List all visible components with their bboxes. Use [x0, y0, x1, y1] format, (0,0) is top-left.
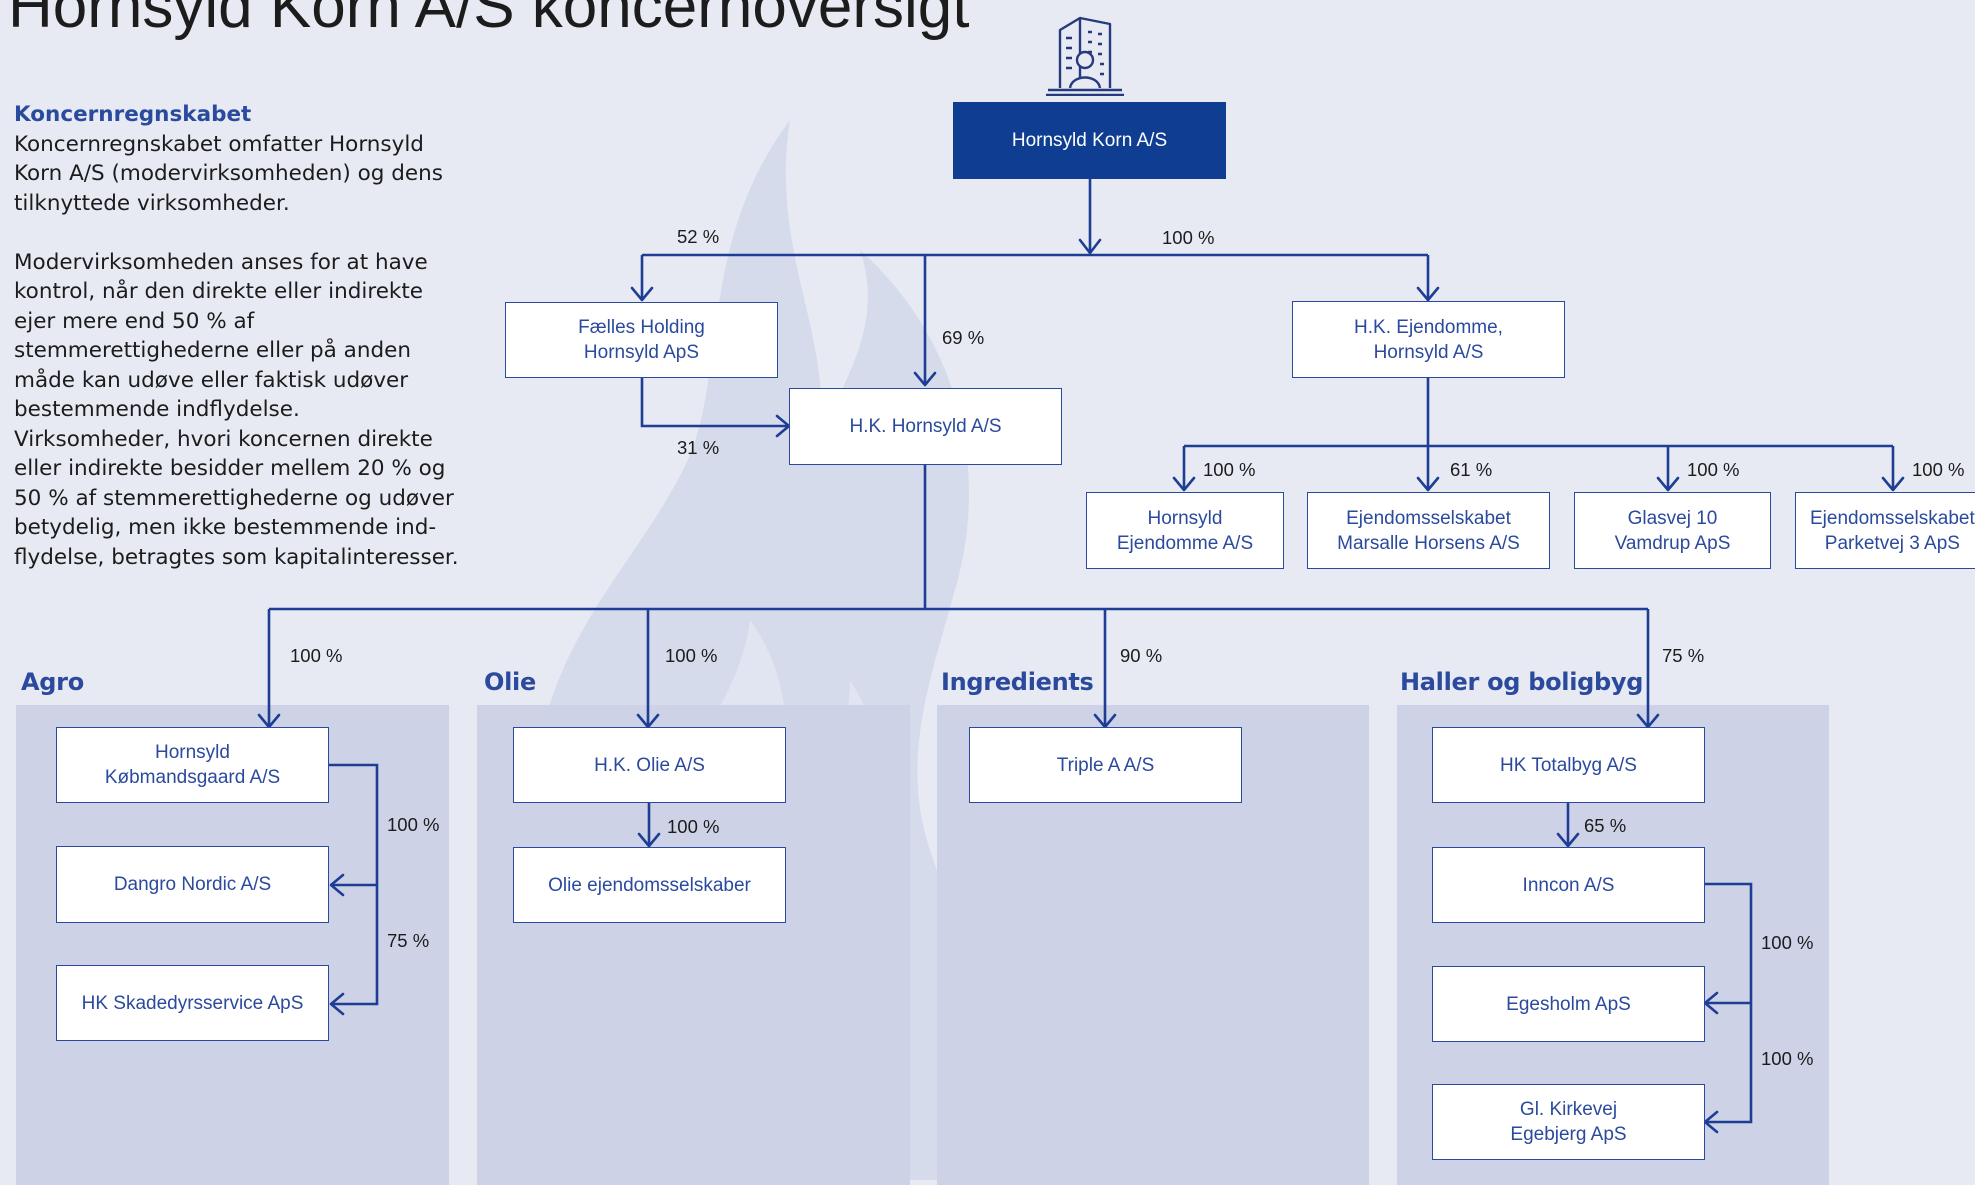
company-egesholm: Egesholm ApS — [1432, 966, 1705, 1042]
page-title: Hornsyld Korn A/S koncernoversigt — [8, 0, 970, 41]
company-dangro-nordic: Dangro Nordic A/S — [56, 846, 329, 923]
intro-paragraph-1: Koncernregnskabet omfatter Hornsyld Korn… — [14, 131, 443, 216]
ownership-label: 31 % — [677, 437, 720, 458]
company-koebmandsgaard: Hornsyld Købmandsgaard A/S — [56, 727, 329, 803]
company-hk-totalbyg: HK Totalbyg A/S — [1432, 727, 1705, 803]
company-olie-ejendomsselskaber: Olie ejendomsselskaber — [513, 847, 786, 923]
office-building-person-icon — [1046, 16, 1124, 96]
company-hk-skadedyrsservice: HK Skadedyrsservice ApS — [56, 965, 329, 1041]
ownership-label: 100 % — [290, 645, 343, 666]
company-marsalle-horsens: Ejendomsselskabet Marsalle Horsens A/S — [1307, 492, 1550, 569]
ownership-label: 69 % — [942, 327, 985, 348]
ownership-label: 52 % — [677, 226, 720, 247]
segment-title-haller: Haller og boligbyg — [1400, 668, 1644, 696]
ownership-label: 100 % — [1687, 459, 1740, 480]
ownership-label: 65 % — [1584, 815, 1627, 836]
ownership-label: 75 % — [1662, 645, 1705, 666]
company-inncon: Inncon A/S — [1432, 847, 1705, 923]
company-triple-a: Triple A A/S — [969, 727, 1242, 803]
company-hk-olie: H.K. Olie A/S — [513, 727, 786, 803]
ownership-label: 61 % — [1450, 459, 1493, 480]
ownership-label: 90 % — [1120, 645, 1163, 666]
ownership-label: 75 % — [387, 930, 430, 951]
ownership-label: 100 % — [1761, 932, 1814, 953]
intro-text-block: Koncernregnskabet Koncernregnskabet omfa… — [14, 100, 459, 572]
company-hornsyld-korn: Hornsyld Korn A/S — [953, 102, 1226, 179]
company-glasvej-vamdrup: Glasvej 10 Vamdrup ApS — [1574, 492, 1771, 569]
company-hornsyld-ejendomme: Hornsyld Ejendomme A/S — [1086, 492, 1284, 569]
company-hk-ejendomme: H.K. Ejendomme, Hornsyld A/S — [1292, 301, 1565, 378]
ownership-label: 100 % — [1912, 459, 1965, 480]
intro-heading: Koncernregnskabet — [14, 102, 252, 127]
segment-title-agro: Agro — [21, 668, 84, 696]
intro-paragraph-2: Modervirksomheden anses for at have kont… — [14, 249, 459, 570]
ownership-label: 100 % — [1162, 227, 1215, 248]
segment-title-ingredients: Ingredients — [941, 668, 1094, 696]
company-faelles-holding: Fælles Holding Hornsyld ApS — [505, 302, 778, 378]
ownership-label: 100 % — [1203, 459, 1256, 480]
ownership-label: 100 % — [387, 814, 440, 835]
ownership-label: 100 % — [665, 645, 718, 666]
ownership-label: 100 % — [667, 816, 720, 837]
company-parketvej: Ejendomsselskabet Parketvej 3 ApS — [1795, 492, 1975, 569]
company-hk-hornsyld: H.K. Hornsyld A/S — [789, 388, 1062, 465]
ownership-label: 100 % — [1761, 1048, 1814, 1069]
company-gl-kirkevej-egebjerg: Gl. Kirkevej Egebjerg ApS — [1432, 1084, 1705, 1160]
segment-title-olie: Olie — [484, 668, 536, 696]
